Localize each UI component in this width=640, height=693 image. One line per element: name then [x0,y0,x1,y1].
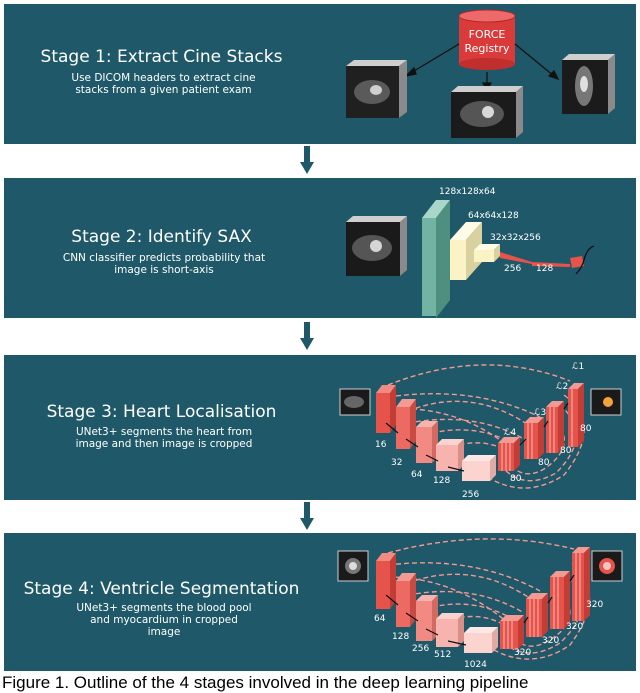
stage4-encoder [376,553,498,653]
stage1-title: Stage 1: Extract Cine Stacks [40,47,283,67]
output-node [570,256,584,268]
stage4-decoder-block-4 [572,547,590,621]
stage4-decoder [500,547,590,649]
fc-layer-2-label: 128 [536,264,553,274]
stage3-decoder-block-4 [568,383,584,447]
stage3-loss-label-3: ℒ3 [534,408,546,418]
stage3-enc-label-1: 16 [375,440,387,450]
stage3-dec-label-4: 80 [580,424,592,434]
stage3-enc-label-5: 256 [462,490,479,500]
stage4-panel: Stage 4: Ventricle Segmentation UNet3+ s… [4,533,636,671]
stage4-enc-label-2: 128 [392,632,409,642]
stage3-loss-label-1: ℒ1 [572,362,584,372]
stage3-enc-label-2: 32 [391,458,402,468]
stage3-decoder [498,383,584,471]
stage4-decoder-block-3 [550,571,570,629]
stage3-dec-label-2: 80 [538,458,550,468]
stage3-encoder-block-4 [436,439,464,471]
cnn-layer-3 [474,244,500,262]
stage4-dec-label-1: 320 [514,648,531,658]
stage3-enc-label-3: 64 [411,470,423,480]
cnn-layer-2-label: 64x64x128 [468,211,519,221]
stage4-enc-label-1: 64 [374,614,386,624]
stage1-description: Use DICOM headers to extract cine stacks… [71,72,256,96]
flow-arrow-3 [300,502,314,530]
stage4-dec-label-2: 320 [542,636,559,646]
stage3-decoder-block-1 [498,437,520,471]
cine-stack-icon-2 [451,86,523,138]
stage1-graphic: FORCE Registry [346,9,615,138]
cnn-layer-1-label: 128x128x64 [439,187,496,197]
flow-arrow-2 [300,322,314,350]
stage3-loss-label-4: ℒ4 [504,428,516,438]
stage4-encoder-block-5 [464,627,498,653]
figure-caption: Figure 1. Outline of the 4 stages involv… [2,673,529,692]
stage3-panel: Stage 3: Heart Localisation UNet3+ segme… [4,355,636,500]
stage4-graphic: 64 128 256 512 1024 320 320 320 320 [337,538,623,670]
stage3-encoder-block-3 [416,421,438,463]
stage4-enc-label-5: 1024 [464,660,487,670]
stage3-decoder-block-3 [546,401,564,453]
stage4-encoder-block-4 [436,613,464,647]
stage3-encoder [376,385,496,481]
stage4-description: UNet3+ segments the blood pool and myoca… [76,602,252,638]
registry-label-2: Registry [464,42,510,55]
stage2-title: Stage 2: Identify SAX [71,227,252,247]
cine-stack-icon-3 [562,54,615,114]
stage3-loss-label-2: ℒ2 [556,382,568,392]
stage3-encoder-block-5 [462,455,496,481]
stage2-graphic: 128x128x64 64x64x128 32x32x256 256 128 [346,187,595,318]
stage4-decoder-block-2 [526,593,548,637]
stage4-title: Stage 4: Ventricle Segmentation [23,579,300,599]
stage3-description: UNet3+ segments the heart from image and… [75,426,253,450]
registry-label-1: FORCE [469,28,506,41]
sax-image-icon [346,216,407,276]
cnn-layer-2 [450,222,482,280]
flow-arrow-1 [300,146,314,174]
stage4-dec-label-4: 320 [586,600,603,610]
fc-layer-1-label: 256 [504,264,521,274]
cnn-layer-3-label: 32x32x256 [490,233,541,243]
stage3-enc-label-4: 128 [433,476,450,486]
sigmoid-icon [575,245,595,275]
stage3-encoder-block-2 [396,399,416,449]
registry-cylinder-icon [458,9,516,70]
cine-stack-icon-1 [346,60,407,118]
stage1-panel: Stage 1: Extract Cine Stacks Use DICOM h… [4,4,636,144]
cnn-layer-1 [422,200,450,318]
stage3-decoder-block-2 [524,417,544,459]
stage4-decoder-block-1 [500,615,524,649]
stage4-encoder-block-2 [396,573,416,627]
stage4-dec-label-3: 320 [566,622,583,632]
stage2-description: CNN classifier predicts probability that… [62,252,266,276]
stage3-encoder-block-1 [376,385,396,433]
stage2-panel: Stage 2: Identify SAX CNN classifier pre… [4,178,636,318]
fc-layer-1 [500,252,532,264]
stage4-encoder-block-1 [376,553,396,609]
stage3-title: Stage 3: Heart Localisation [46,402,277,422]
stage3-graphic: 16 32 64 128 256 80 80 80 80 ℒ1 ℒ2 [339,362,622,500]
stage4-encoder-block-3 [416,595,438,641]
stage3-dec-label-1: 80 [510,474,522,484]
stage3-dec-label-3: 80 [560,446,572,456]
stage4-enc-label-4: 512 [434,650,451,660]
fc-layer-2 [532,262,570,267]
stage4-enc-label-3: 256 [412,644,429,654]
